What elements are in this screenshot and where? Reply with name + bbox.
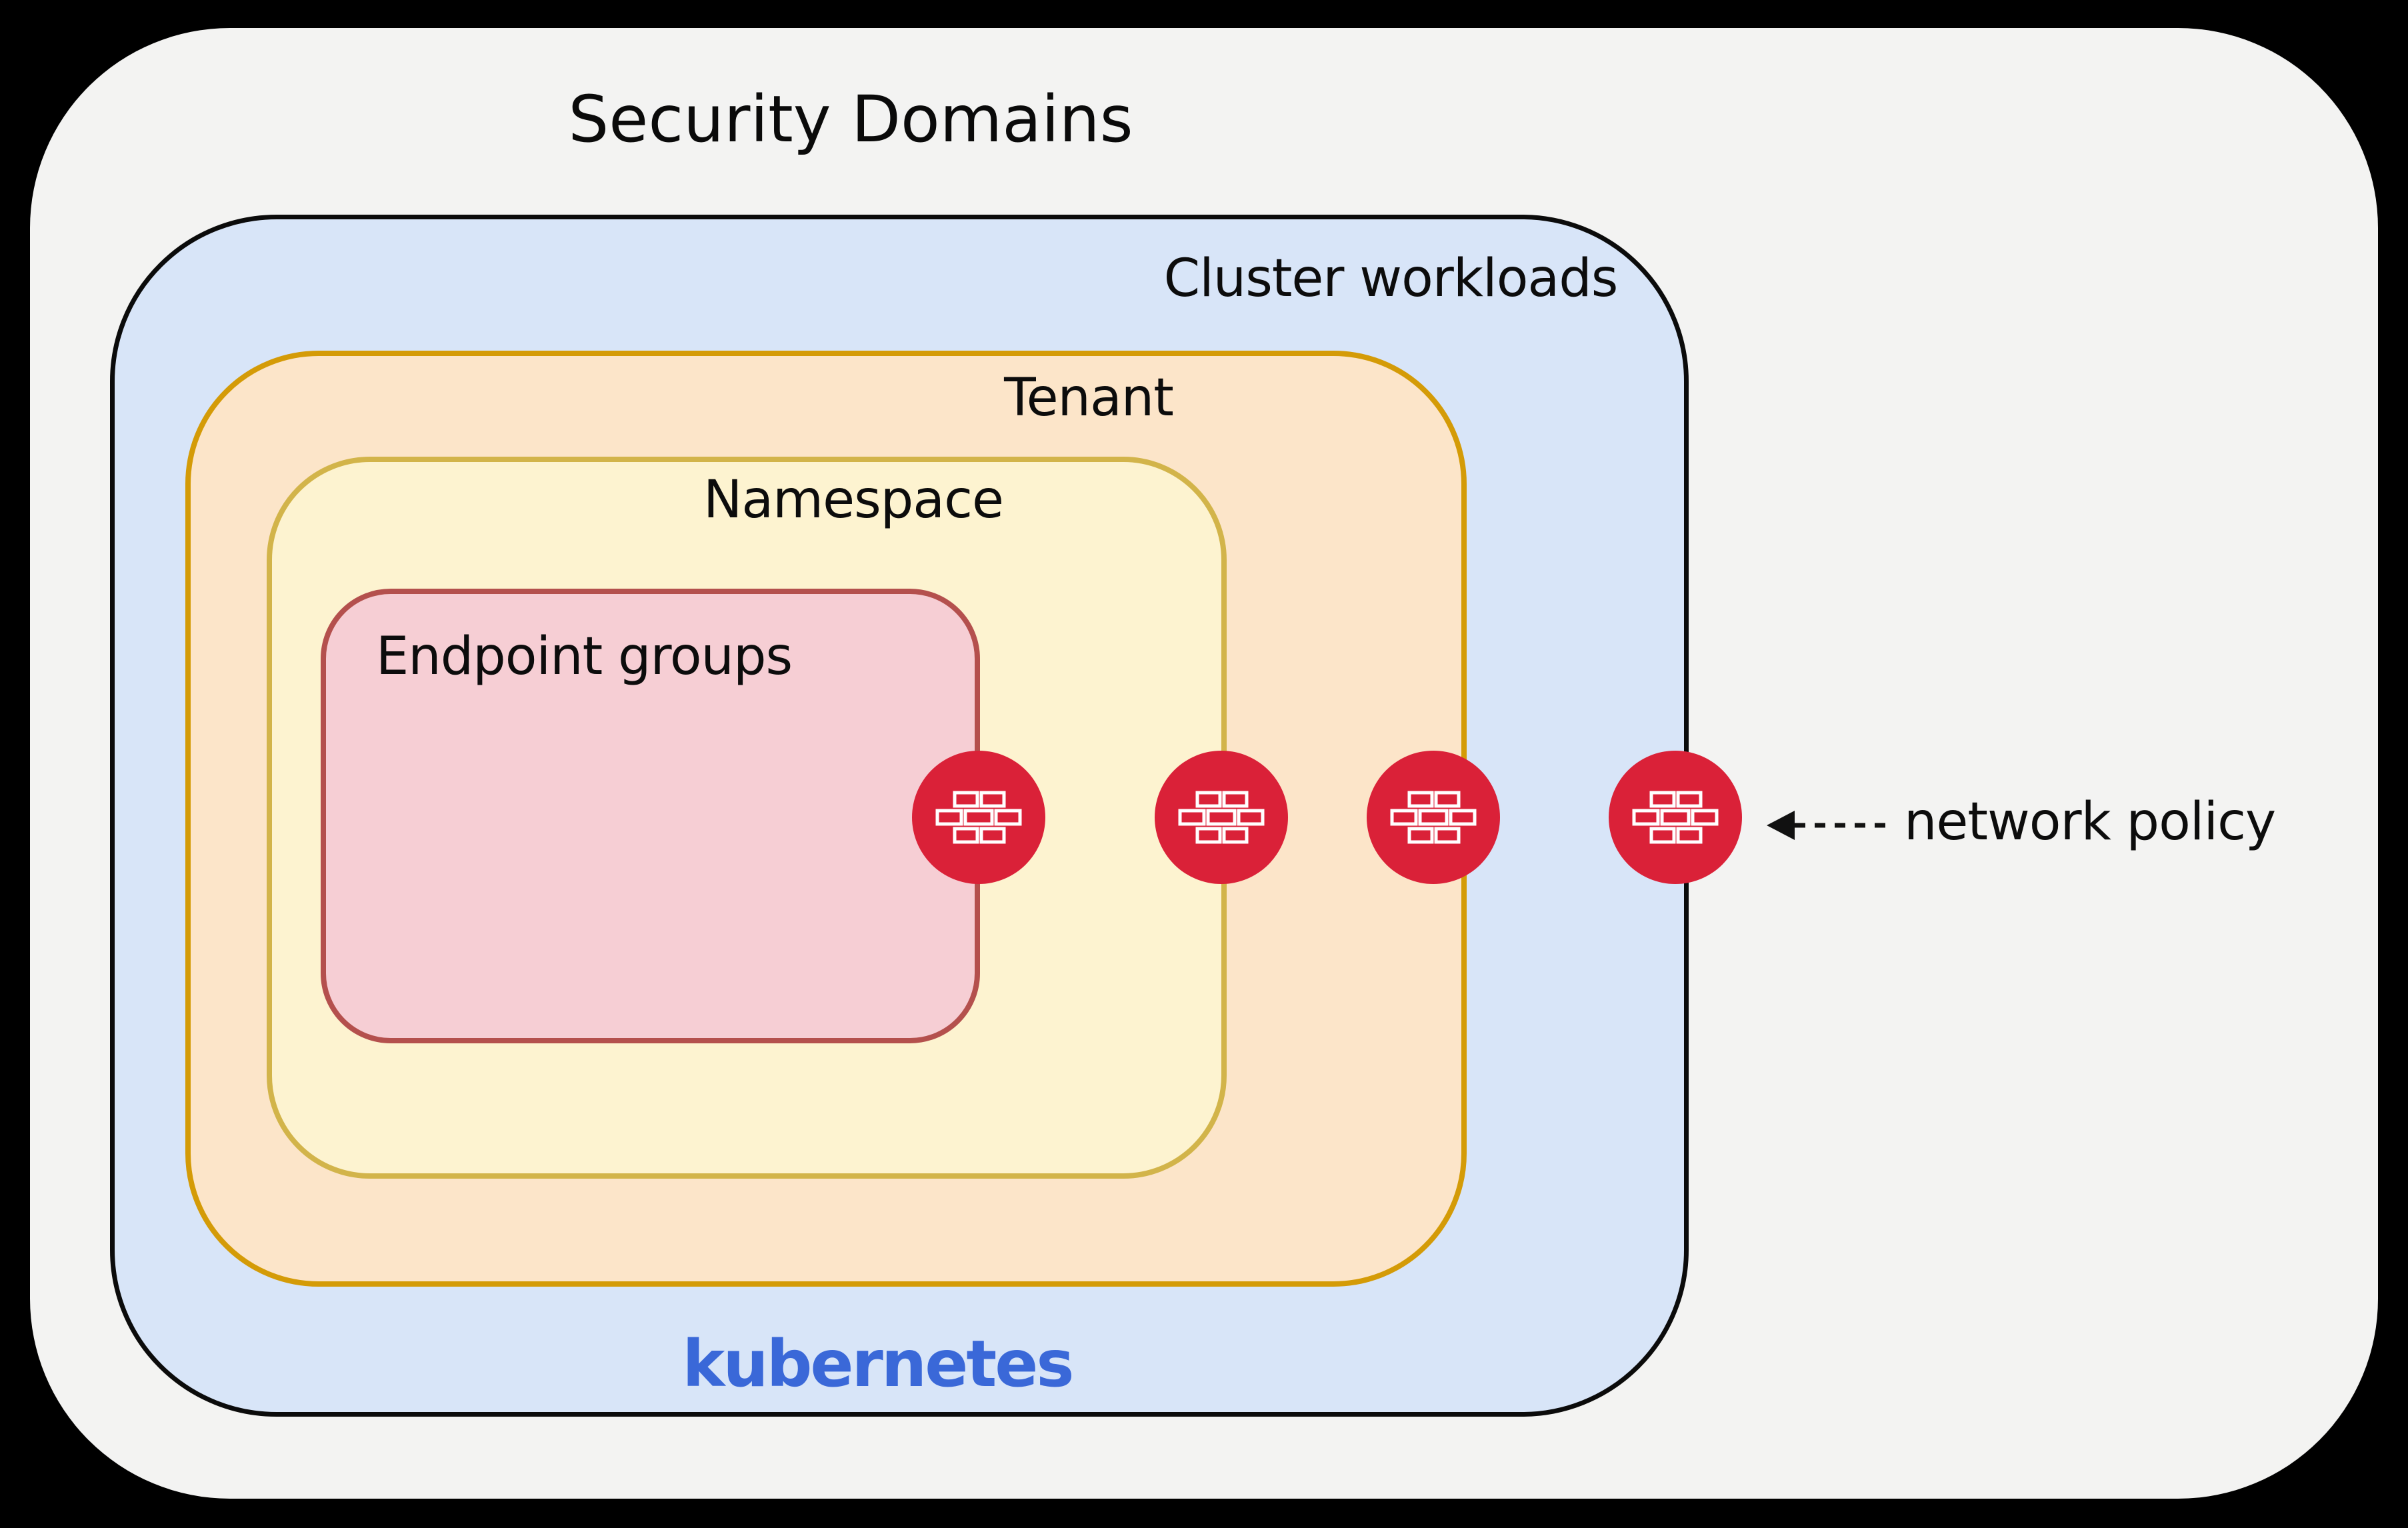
brick-wall-icon <box>1632 791 1719 844</box>
brick-wall-icon <box>1178 791 1265 844</box>
firewall-icon <box>912 751 1045 884</box>
kubernetes-logo-text: kubernetes <box>682 1327 1075 1401</box>
network-policy-arrow <box>1767 811 1887 840</box>
page-title: Security Domains <box>568 82 1133 157</box>
domain-endpoint-groups <box>321 589 980 1043</box>
firewall-icon <box>1155 751 1288 884</box>
firewall-icon <box>1609 751 1742 884</box>
brick-wall-icon <box>1390 791 1477 844</box>
namespace-label: Namespace <box>703 470 1004 530</box>
brick-wall-icon <box>935 791 1022 844</box>
network-policy-label: network policy <box>1904 792 2276 852</box>
tenant-label: Tenant <box>1004 368 1174 428</box>
firewall-icon <box>1367 751 1500 884</box>
endpoint-groups-label: Endpoint groups <box>376 627 793 687</box>
cluster-workloads-label: Cluster workloads <box>1163 249 1619 309</box>
